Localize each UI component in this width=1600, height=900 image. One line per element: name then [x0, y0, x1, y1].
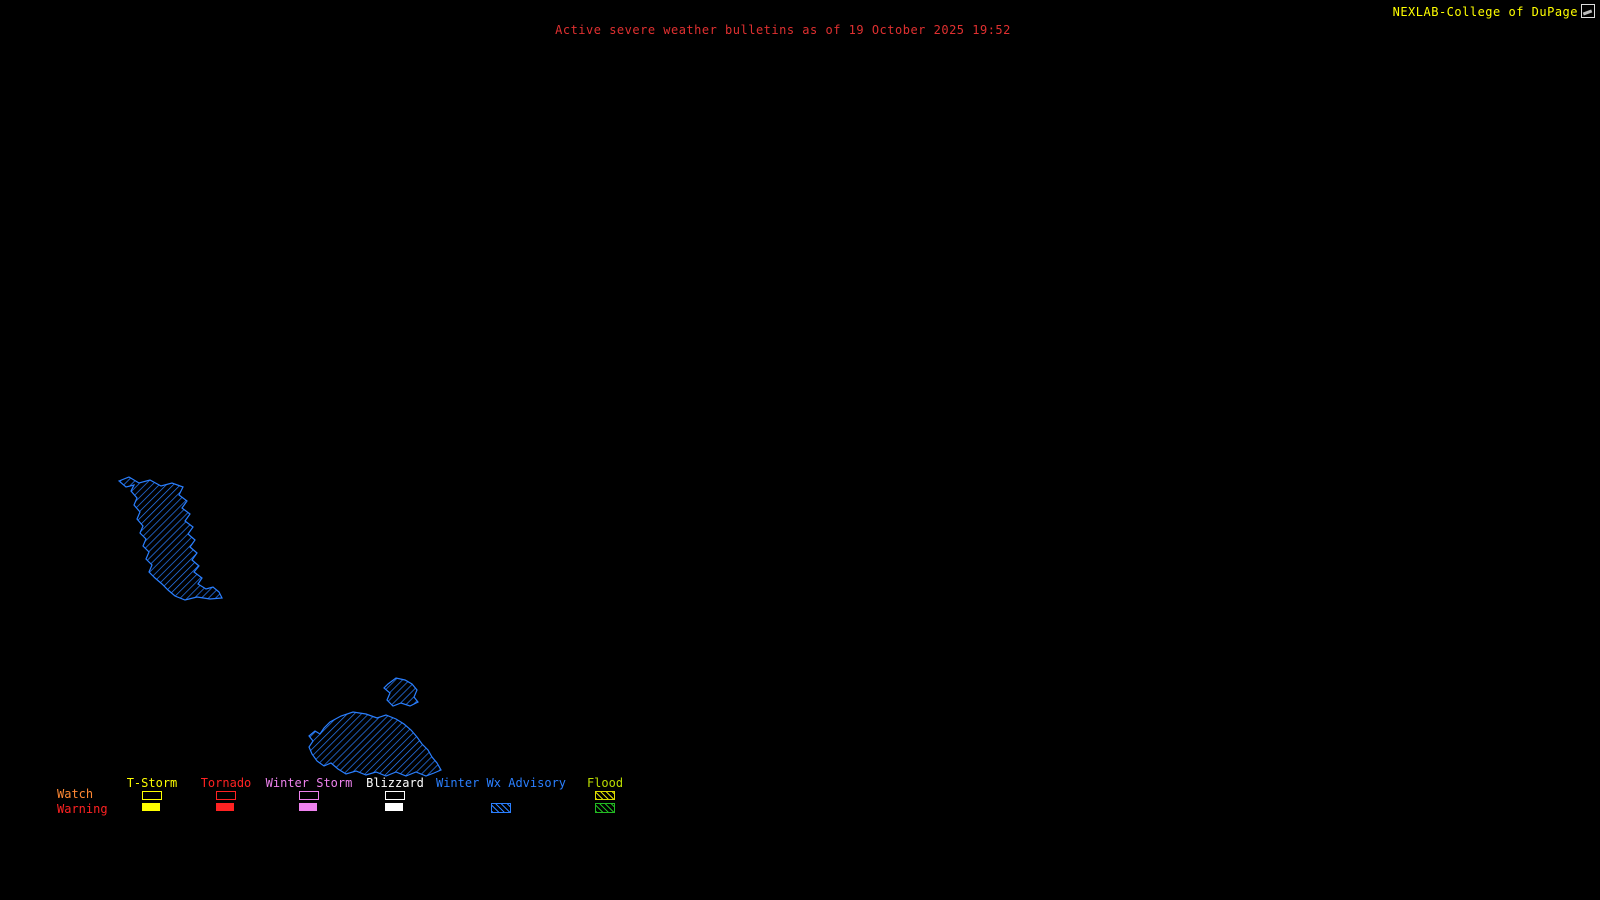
- warning-swatch: [491, 803, 511, 813]
- legend-label: Winter Wx Advisory: [435, 776, 567, 790]
- legend-label: Blizzard: [366, 776, 424, 790]
- warning-swatch: [385, 803, 403, 811]
- legend-col-winter-wx-advisory: Winter Wx Advisory: [431, 776, 571, 818]
- warning-swatch: [142, 803, 160, 811]
- legend-label: Flood: [586, 776, 624, 790]
- warning-swatch: [216, 803, 234, 811]
- advisory-region: [383, 677, 419, 707]
- watch-swatch: [299, 791, 319, 800]
- warning-swatch: [595, 803, 615, 813]
- legend-label: Tornado: [200, 776, 252, 790]
- legend-col-tstorm: T-Storm: [110, 776, 194, 818]
- watch-swatch: [595, 791, 615, 800]
- legend-col-winter-storm: Winter Storm: [253, 776, 365, 818]
- watch-swatch: [385, 791, 405, 800]
- watch-swatch: [216, 791, 236, 800]
- advisory-region: [117, 476, 223, 601]
- page-title: Active severe weather bulletins as of 19…: [555, 23, 1011, 37]
- legend-col-tornado: Tornado: [184, 776, 268, 818]
- legend-label: T-Storm: [126, 776, 178, 790]
- brand: NEXLAB-College of DuPage: [1392, 5, 1578, 19]
- legend-col-flood: Flood: [563, 776, 647, 818]
- legend-row-warning: Warning: [57, 802, 108, 816]
- warning-swatch: [299, 803, 317, 811]
- legend-label: Winter Storm: [265, 776, 353, 790]
- legend: Watch Warning T-Storm Tornado Winter Sto…: [0, 776, 1600, 826]
- legend-col-blizzard: Blizzard: [353, 776, 437, 818]
- watch-swatch: [142, 791, 162, 800]
- advisory-region: [308, 711, 442, 777]
- legend-row-watch: Watch: [57, 787, 94, 801]
- cod-logo-icon: [1581, 4, 1595, 18]
